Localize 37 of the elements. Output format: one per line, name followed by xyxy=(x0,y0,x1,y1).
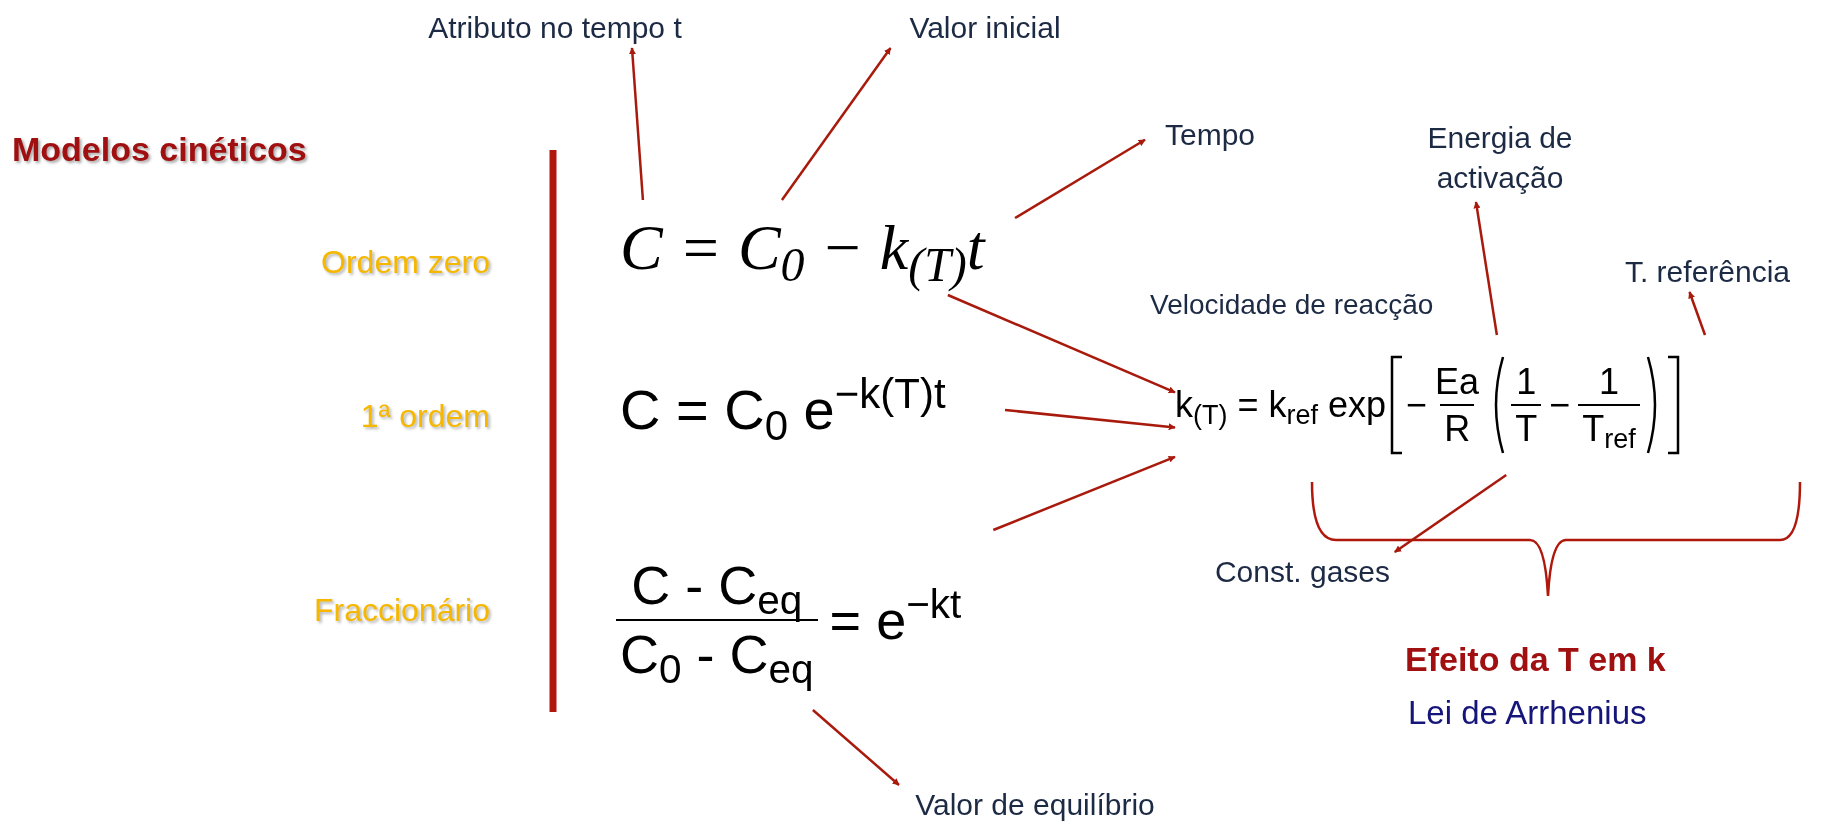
leader-arrow xyxy=(1473,201,1499,336)
leader-arrow xyxy=(1688,291,1707,336)
annotation-text: Const. gases xyxy=(1190,552,1415,592)
label: Velocidade de reacção xyxy=(1150,288,1434,322)
label: 1ª ordem xyxy=(359,397,490,436)
equation: C = C$_{0}$ e$^{−k(T)t}$ xyxy=(620,365,1005,455)
annotation-text: Atributo no tempo t xyxy=(380,8,730,48)
equation-text: = e$^{−kt}$ xyxy=(829,580,962,652)
denominator: T xyxy=(1511,404,1542,451)
leader-arrow xyxy=(628,47,645,201)
minus-sign: − xyxy=(1406,383,1428,427)
equation-text: k$_{(T)}$ = k$_{ref}$ exp xyxy=(1175,383,1387,432)
label: Lei de Arrhenius xyxy=(1408,693,1647,733)
numerator: Ea xyxy=(1434,360,1481,404)
denominator: R xyxy=(1440,404,1475,451)
leader-arrow xyxy=(1394,473,1507,554)
equation: C = C$_{0}$ − k$_{(T)}$t xyxy=(620,200,1015,295)
leader-arrow xyxy=(947,293,1176,394)
leader-arrow xyxy=(992,455,1176,532)
denominator: C$_{0}$ - C$_{eq}$ xyxy=(616,619,818,689)
heading: Efeito da T em k xyxy=(1405,639,1666,680)
annotation-text: Tempo xyxy=(1145,115,1275,155)
leader-arrow xyxy=(1014,138,1146,220)
minus-sign: − xyxy=(1549,383,1571,427)
annotation-text: T. referência xyxy=(1595,252,1820,292)
numerator: 1 xyxy=(1597,360,1620,404)
annotation-text: Valor de equilíbrio xyxy=(865,785,1205,825)
numerator: 1 xyxy=(1515,360,1538,404)
denominator: T$_{ref}$ xyxy=(1578,404,1640,451)
annotation-text: Energia de activação xyxy=(1400,118,1600,202)
leader-arrow xyxy=(780,47,892,201)
leader-arrow xyxy=(812,709,900,786)
label: Ordem zero xyxy=(320,243,490,282)
heading: Modelos cinéticos xyxy=(12,129,307,170)
label: Fraccionário xyxy=(312,591,490,630)
leader-arrow xyxy=(1004,408,1176,431)
annotation-text: Valor inicial xyxy=(880,8,1090,48)
